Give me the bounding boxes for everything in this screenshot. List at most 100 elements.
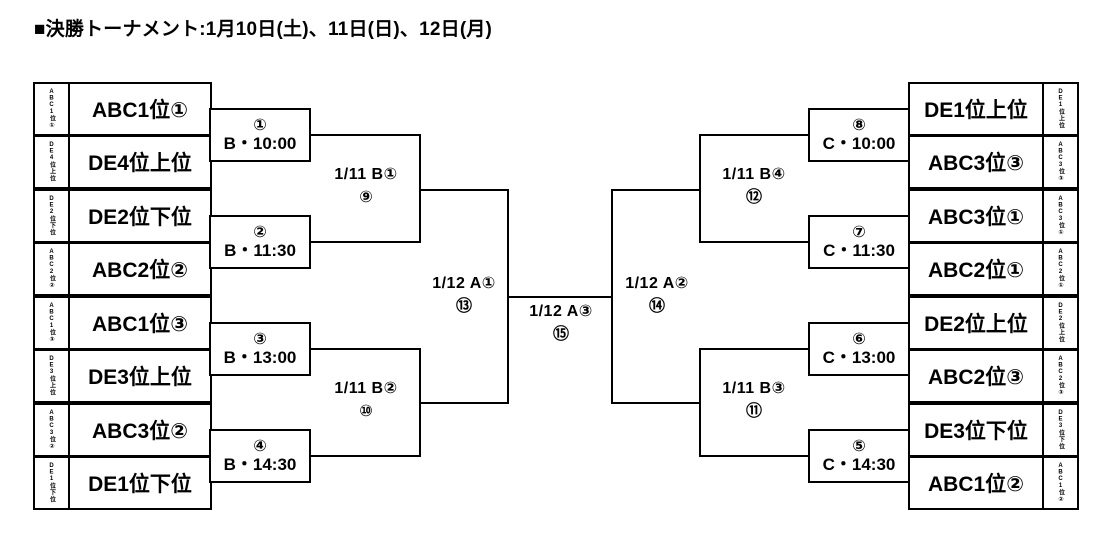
- right-match-time-2: C・13:00: [822, 348, 896, 367]
- right-vlabel-text-2: ABC3位①: [1057, 195, 1064, 237]
- left-team-label-5: DE3位上位: [88, 366, 192, 389]
- left-match-no-1: ②: [253, 224, 267, 241]
- right-team-label-4: DE2位上位: [924, 313, 1028, 336]
- left-team-3: ABC2位②: [68, 242, 212, 296]
- left-vlabel-text-7: DE1位下位: [48, 463, 55, 503]
- right-team-5: ABC2位③: [908, 349, 1044, 403]
- left-team-label-3: ABC2位②: [92, 259, 188, 282]
- left-vlabel-7: DE1位下位: [33, 456, 70, 510]
- left-match-no-2: ③: [253, 331, 267, 348]
- left-team-7: DE1位下位: [68, 456, 212, 510]
- right-match-0: ⑧ C・10:00: [808, 108, 910, 162]
- left-team-label-7: DE1位下位: [88, 473, 192, 496]
- left-vlabel-text-0: ABC1位①: [48, 88, 55, 130]
- bracket-left-r2-upper-top: [310, 134, 421, 136]
- right-vlabel-text-3: ABC2位①: [1057, 248, 1064, 290]
- left-match-2: ③ B・13:00: [209, 322, 311, 376]
- left-vlabel-text-2: DE2位下位: [48, 196, 55, 236]
- round2-label-left-upper-num: ⑨: [359, 189, 373, 207]
- round2-label-left-lower: 1/11 B② ⑩: [313, 377, 419, 423]
- left-match-0: ① B・10:00: [209, 108, 311, 162]
- bracket-right-sf-vert: [611, 189, 613, 404]
- left-match-1: ② B・11:30: [209, 215, 311, 269]
- bracket-left-sf-bottom: [419, 402, 509, 404]
- bracket-right-sf-top: [611, 189, 701, 191]
- right-match-3: ⑤ C・14:30: [808, 429, 910, 483]
- left-vlabel-3: ABC2位②: [33, 242, 70, 296]
- bracket-right-r2-upper-top: [699, 134, 810, 136]
- left-team-0: ABC1位①: [68, 82, 212, 136]
- bracket-final-connector: [507, 296, 613, 298]
- final-label-num: ⑮: [552, 326, 569, 344]
- right-team-4: DE2位上位: [908, 296, 1044, 350]
- semifinal-label-right: 1/12 A② ⑭: [613, 272, 701, 318]
- left-match-3: ④ B・14:30: [209, 429, 311, 483]
- right-team-label-6: DE3位下位: [924, 420, 1028, 443]
- right-team-1: ABC3位③: [908, 135, 1044, 189]
- round2-label-right-lower: 1/11 B③ ⑪: [701, 377, 807, 423]
- right-match-no-0: ⑧: [852, 117, 866, 134]
- right-vlabel-3: ABC2位①: [1042, 242, 1079, 296]
- left-team-1: DE4位上位: [68, 135, 212, 189]
- left-team-label-4: ABC1位③: [92, 313, 188, 336]
- left-match-time-0: B・10:00: [223, 134, 297, 153]
- right-vlabel-text-1: ABC3位③: [1057, 141, 1064, 183]
- bracket-right-sf-bottom: [611, 402, 701, 404]
- right-vlabel-text-4: DE2位上位: [1057, 303, 1064, 343]
- bracket-right-r2-upper-vert: [699, 134, 701, 243]
- left-team-2: DE2位下位: [68, 189, 212, 243]
- semifinal-label-right-main: 1/12 A②: [625, 275, 689, 292]
- bracket-left-r2-lower-bottom: [310, 455, 421, 457]
- round2-label-left-upper: 1/11 B① ⑨: [313, 163, 419, 209]
- left-vlabel-text-1: DE4位上位: [48, 142, 55, 182]
- right-team-3: ABC2位①: [908, 242, 1044, 296]
- left-vlabel-text-5: DE3位上位: [48, 356, 55, 396]
- left-team-label-0: ABC1位①: [92, 99, 188, 122]
- bracket-left-sf-top: [419, 189, 509, 191]
- right-team-label-0: DE1位上位: [924, 99, 1028, 122]
- right-team-label-1: ABC3位③: [928, 152, 1024, 175]
- bracket-right-r2-lower-bottom: [699, 455, 810, 457]
- left-team-label-1: DE4位上位: [88, 152, 192, 175]
- right-team-7: ABC1位②: [908, 456, 1044, 510]
- right-match-2: ⑥ C・13:00: [808, 322, 910, 376]
- final-label: 1/12 A③ ⑮: [509, 300, 613, 346]
- right-team-label-5: ABC2位③: [928, 366, 1024, 389]
- left-team-5: DE3位上位: [68, 349, 212, 403]
- round2-label-left-lower-main: 1/11 B②: [334, 380, 398, 397]
- semifinal-label-left-main: 1/12 A①: [432, 275, 496, 292]
- left-match-no-0: ①: [253, 117, 267, 134]
- right-vlabel-2: ABC3位①: [1042, 189, 1079, 243]
- right-team-0: DE1位上位: [908, 82, 1044, 136]
- left-team-6: ABC3位②: [68, 403, 212, 457]
- right-match-no-3: ⑤: [852, 438, 866, 455]
- right-vlabel-5: ABC2位③: [1042, 349, 1079, 403]
- right-vlabel-text-7: ABC1位②: [1057, 462, 1064, 504]
- right-match-time-0: C・10:00: [822, 134, 896, 153]
- right-match-no-2: ⑥: [852, 331, 866, 348]
- semifinal-label-left-num: ⑬: [455, 298, 472, 316]
- left-vlabel-0: ABC1位①: [33, 82, 70, 136]
- left-team-label-6: ABC3位②: [92, 420, 188, 443]
- left-vlabel-text-4: ABC1位③: [48, 302, 55, 344]
- left-vlabel-1: DE4位上位: [33, 135, 70, 189]
- right-vlabel-1: ABC3位③: [1042, 135, 1079, 189]
- right-team-label-2: ABC3位①: [928, 206, 1024, 229]
- right-team-label-7: ABC1位②: [928, 473, 1024, 496]
- left-vlabel-text-6: ABC3位②: [48, 409, 55, 451]
- bracket-left-r2-upper-bottom: [310, 241, 421, 243]
- bracket-right-r2-lower-vert: [699, 348, 701, 457]
- left-team-4: ABC1位③: [68, 296, 212, 350]
- left-vlabel-6: ABC3位②: [33, 403, 70, 457]
- right-vlabel-4: DE2位上位: [1042, 296, 1079, 350]
- right-match-time-3: C・14:30: [822, 455, 896, 474]
- left-match-time-2: B・13:00: [223, 348, 297, 367]
- right-team-label-3: ABC2位①: [928, 259, 1024, 282]
- left-match-no-3: ④: [253, 438, 267, 455]
- round2-label-left-upper-main: 1/11 B①: [334, 166, 398, 183]
- round2-label-left-lower-num: ⑩: [359, 403, 373, 421]
- bracket-left-r2-upper-vert: [419, 134, 421, 243]
- left-vlabel-text-3: ABC2位②: [48, 248, 55, 290]
- right-vlabel-text-0: DE1位上位: [1057, 89, 1064, 129]
